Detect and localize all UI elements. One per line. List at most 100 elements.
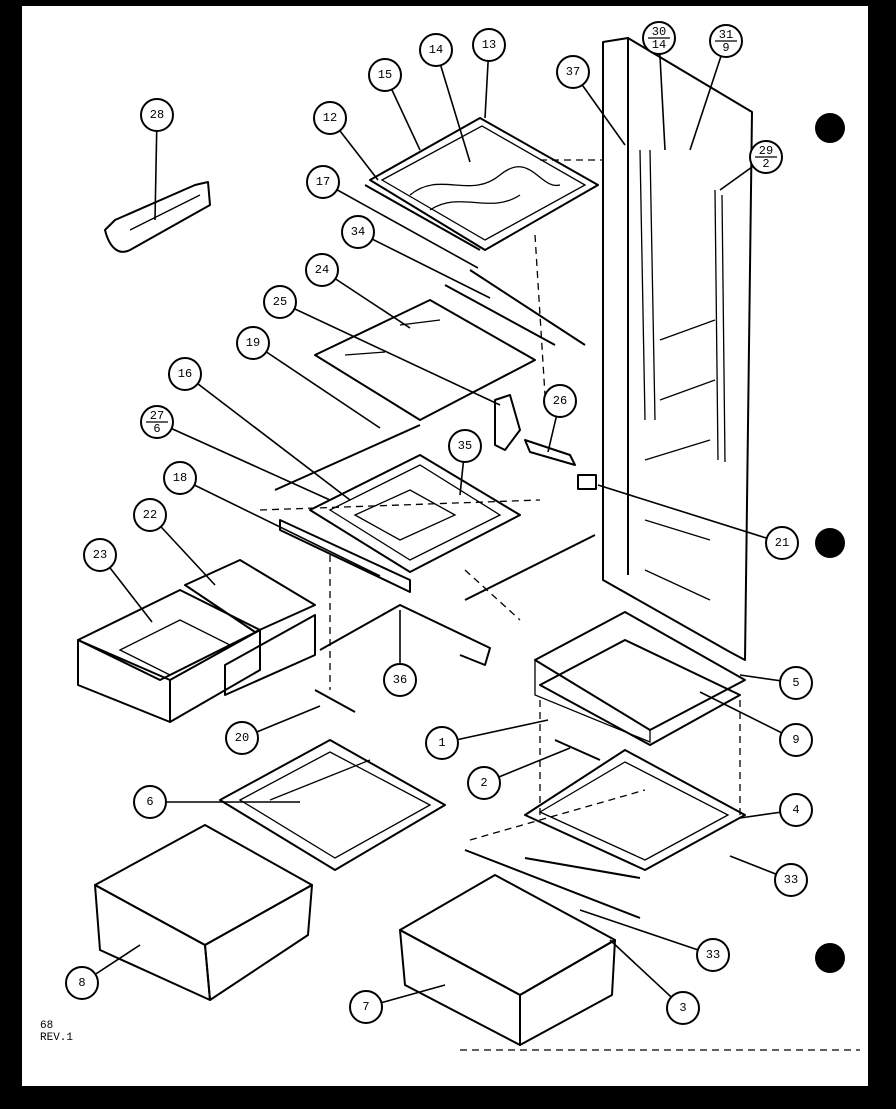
callout-number: 4: [792, 803, 799, 817]
callout-8: 8: [65, 966, 99, 1000]
callout-4: 4: [779, 793, 813, 827]
drawing-footer: 68 REV.1: [40, 1020, 73, 1044]
callout-number: 5: [792, 676, 799, 690]
callout-26: 26: [543, 384, 577, 418]
callout-number: 21: [775, 536, 789, 550]
drawing-code: 68: [40, 1020, 54, 1032]
callout-number: 31: [719, 28, 733, 42]
callout-number: 37: [566, 65, 580, 79]
glass-panel: [314, 234, 586, 421]
callout-number: 35: [458, 439, 472, 453]
callout-number: 3: [679, 1001, 686, 1015]
leader-line: [321, 269, 411, 329]
callout-9: 9: [779, 723, 813, 757]
callout-34: 34: [341, 215, 375, 249]
callout-3: 3: [666, 991, 700, 1025]
callout-28: 28: [140, 98, 174, 132]
callout-24: 24: [305, 253, 339, 287]
callout-17: 17: [306, 165, 340, 199]
callout-number: 25: [273, 295, 287, 309]
callout-subnumber: 14: [652, 38, 666, 52]
leader-line: [179, 477, 381, 577]
callout-33: 33: [774, 863, 808, 897]
callout-27: 276: [140, 405, 174, 439]
callout-number: 24: [315, 263, 329, 277]
leader-line: [579, 909, 714, 956]
leader-line: [435, 49, 471, 163]
callout-number: 22: [143, 508, 157, 522]
callout-33: 33: [696, 938, 730, 972]
callout-7: 7: [349, 990, 383, 1024]
leader-line: [322, 181, 479, 269]
leader-line: [279, 301, 501, 406]
callout-number: 26: [553, 394, 567, 408]
callout-13: 13: [472, 28, 506, 62]
callout-number: 17: [316, 175, 330, 189]
callout-number: 6: [146, 795, 153, 809]
registration-mark: [815, 528, 845, 558]
callout-12: 12: [313, 101, 347, 135]
callout-number: 23: [93, 548, 107, 562]
revision-label: REV.1: [40, 1032, 74, 1044]
callout-number: 19: [246, 336, 260, 350]
crisper-support: [314, 555, 491, 713]
callout-23: 23: [83, 538, 117, 572]
callout-number: 36: [393, 673, 407, 687]
callout-31: 319: [709, 24, 743, 58]
left-crisper-cover: [219, 739, 446, 871]
cabinet-liner: [540, 37, 753, 661]
leader-line: [441, 719, 549, 744]
callout-number: 20: [235, 731, 249, 745]
callout-number: 33: [784, 873, 798, 887]
leader-line: [658, 37, 666, 151]
leader-line: [689, 40, 727, 151]
callout-35: 35: [448, 429, 482, 463]
callout-number: 13: [482, 38, 496, 52]
callout-25: 25: [263, 285, 297, 319]
paper: [22, 6, 868, 1086]
callout-1: 1: [425, 726, 459, 760]
callout-number: 27: [150, 409, 164, 423]
callout-subnumber: 6: [153, 422, 160, 436]
dairy-bin: [104, 181, 211, 253]
leader-line: [184, 373, 351, 501]
leader-line: [597, 484, 783, 544]
callout-number: 14: [429, 43, 443, 57]
callout-14: 14: [419, 33, 453, 67]
leader-line: [357, 231, 491, 299]
brackets: [464, 394, 597, 621]
callout-number: 33: [706, 948, 720, 962]
crisper-cover-frame: [259, 424, 541, 593]
callout-number: 2: [480, 776, 487, 790]
callout-18: 18: [163, 461, 197, 495]
callout-22: 22: [133, 498, 167, 532]
crisper-pan-right: [399, 789, 646, 1046]
callout-number: 28: [150, 108, 164, 122]
right-crisper-assembly: [524, 611, 746, 879]
callout-19: 19: [236, 326, 270, 360]
callout-number: 12: [323, 111, 337, 125]
crisper-pan-left: [94, 824, 313, 1001]
callout-subnumber: 2: [762, 157, 769, 171]
callout-number: 8: [78, 976, 85, 990]
leader-line: [154, 114, 158, 221]
leader-line: [252, 342, 381, 429]
callout-number: 7: [362, 1000, 369, 1014]
callout-number: 1: [438, 736, 445, 750]
callout-number: 9: [792, 733, 799, 747]
leader-line: [699, 691, 797, 741]
callout-21: 21: [765, 526, 799, 560]
callout-number: 18: [173, 471, 187, 485]
callout-number: 34: [351, 225, 365, 239]
callout-29: 292: [749, 140, 783, 174]
callout-37: 37: [556, 55, 590, 89]
callout-36: 36: [383, 663, 417, 697]
callout-20: 20: [225, 721, 259, 755]
callout-6: 6: [133, 785, 167, 819]
callout-16: 16: [168, 357, 202, 391]
leader-line: [156, 421, 331, 501]
registration-mark: [815, 943, 845, 973]
callout-number: 15: [378, 68, 392, 82]
